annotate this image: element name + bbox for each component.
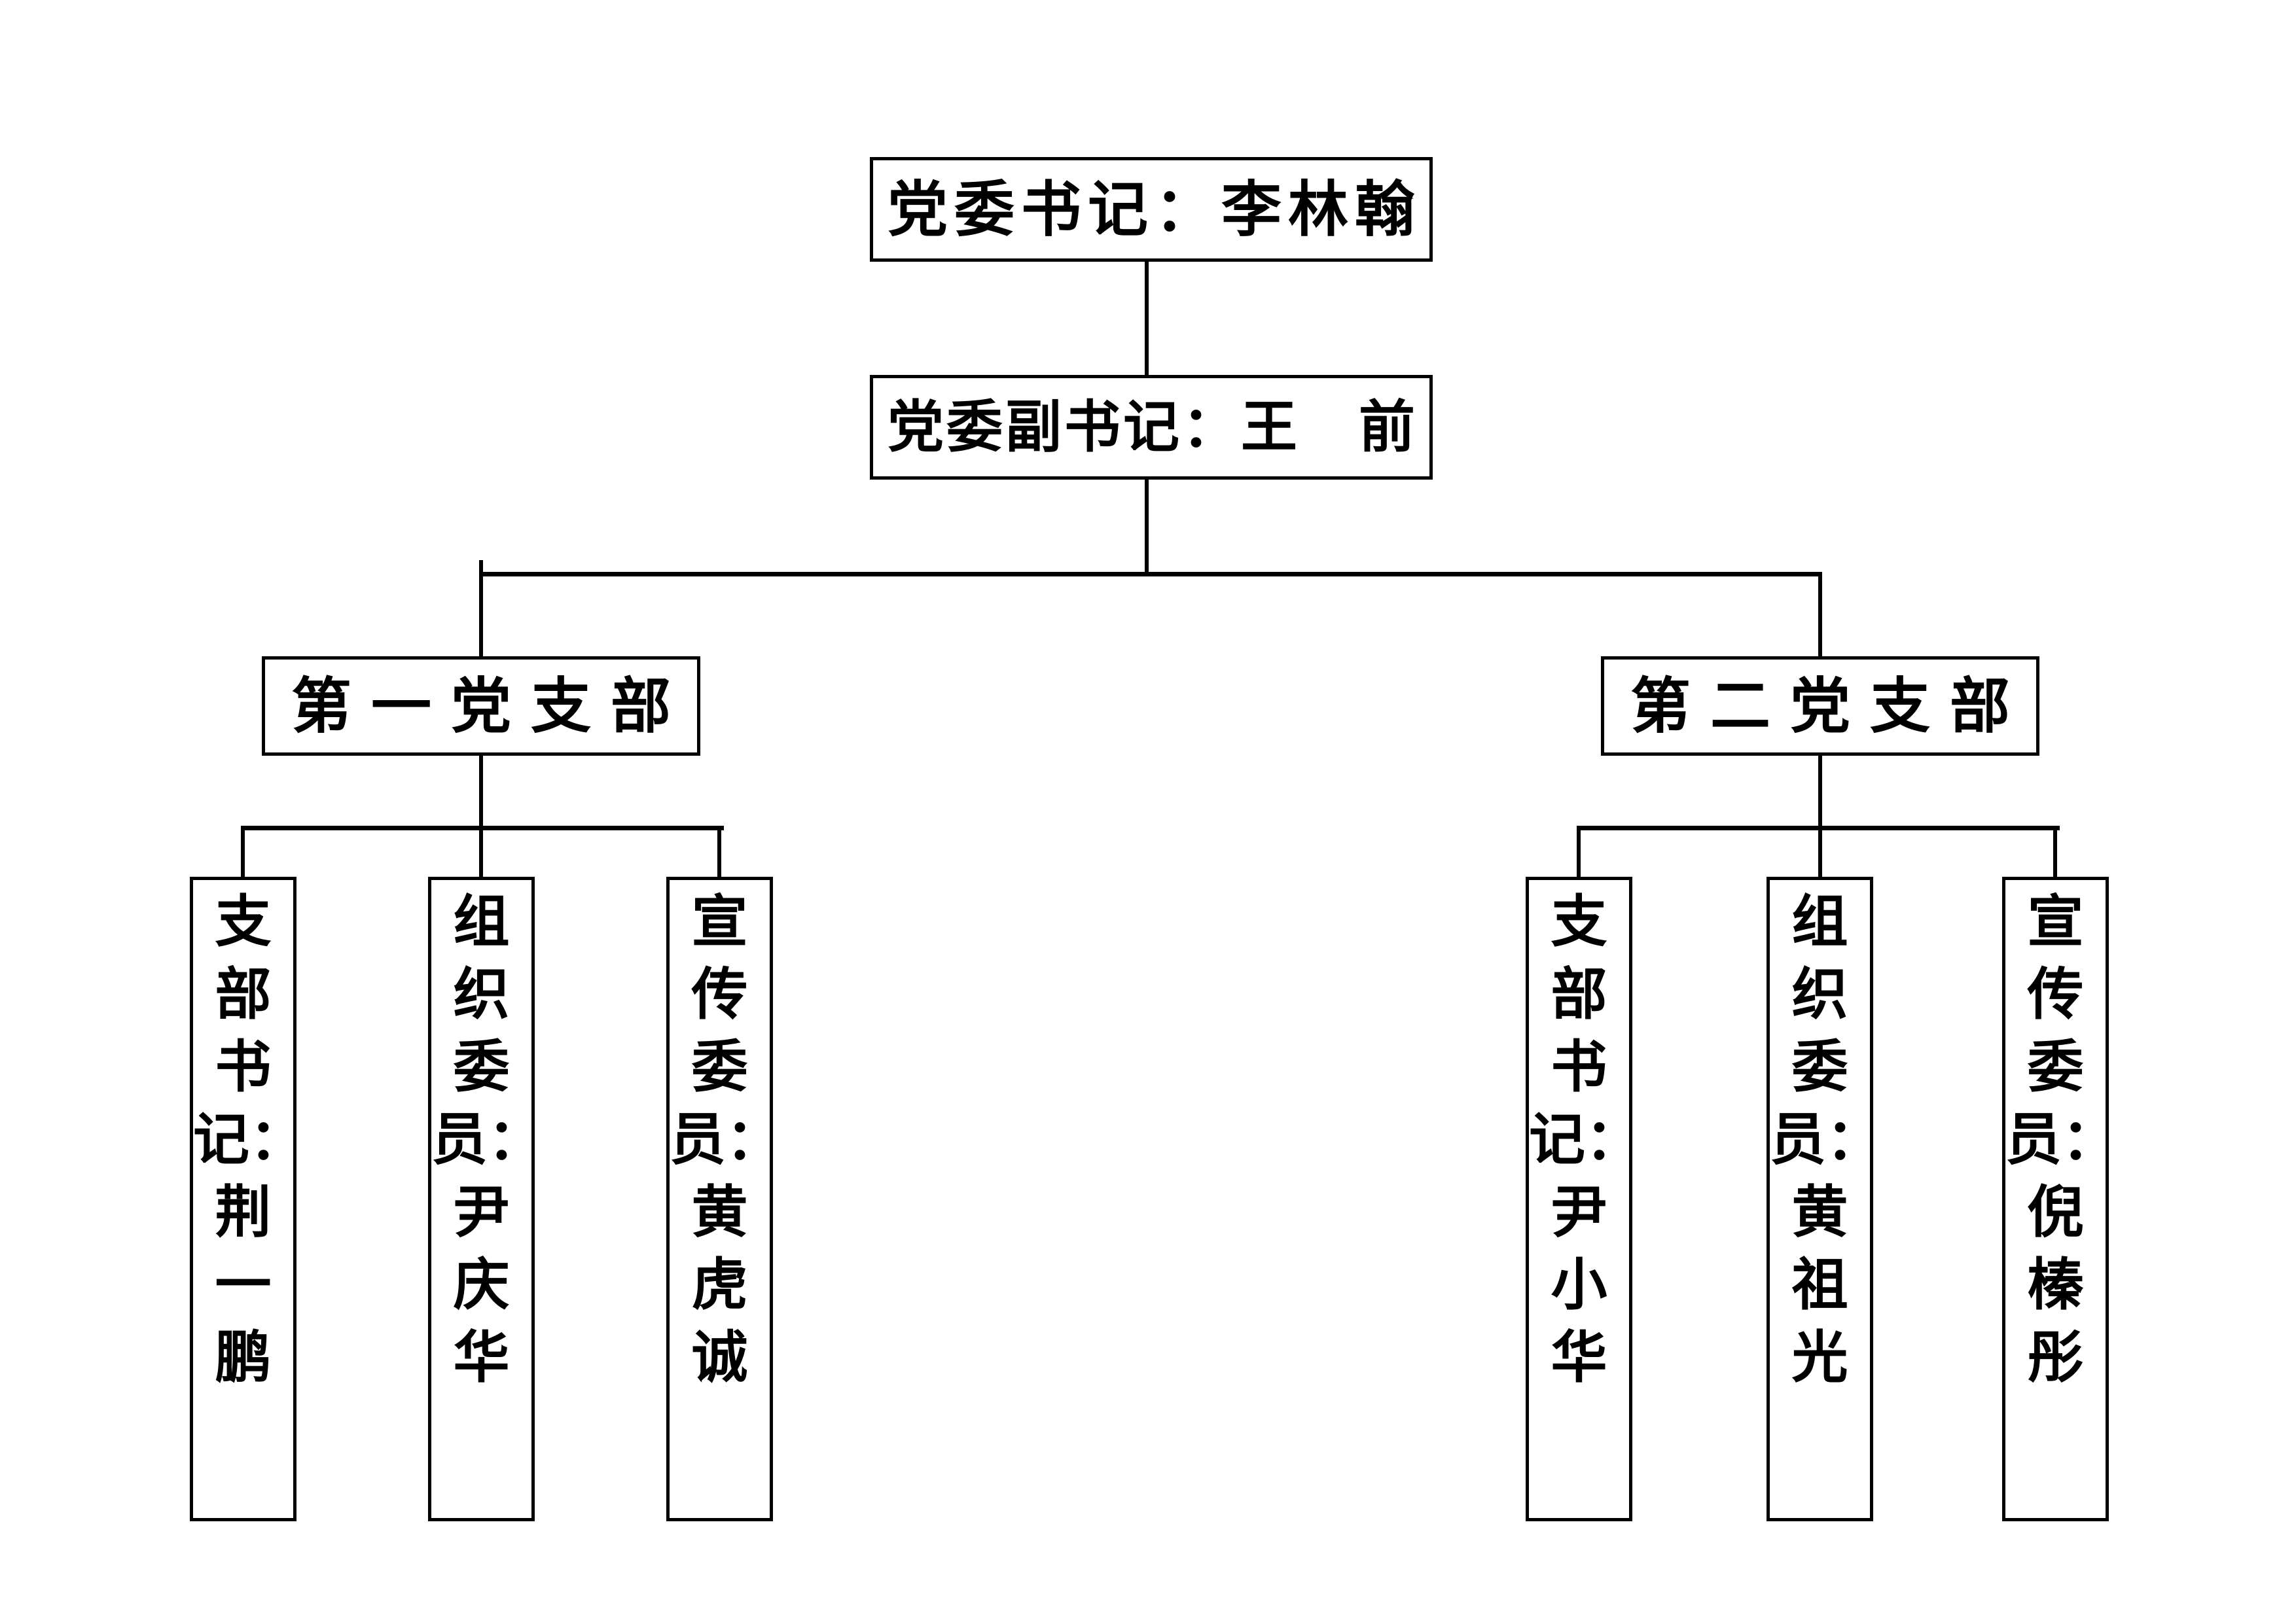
- connector-subrail-right: [1577, 826, 2060, 830]
- node-party-secretary: 党委书记：李林翰: [870, 157, 1433, 262]
- connector-main-rail: [479, 572, 1822, 576]
- node-branch-1: 第一党支部: [262, 656, 700, 756]
- node-branch2-organization-member: 组织委员：黄祖光: [1767, 877, 1873, 1521]
- node-branch-2: 第二党支部: [1601, 656, 2039, 756]
- connector-branch2-down: [1818, 756, 1822, 877]
- node-branch1-propaganda-member: 宣传委员：黄虎诚: [666, 877, 773, 1521]
- connector-drop-member-4: [1577, 826, 1581, 877]
- connector-rail-branch2: [1818, 572, 1822, 656]
- connector-root-deputy: [1145, 260, 1149, 376]
- node-branch1-organization-member: 组织委员：尹庆华: [428, 877, 535, 1521]
- node-deputy-secretary: 党委副书记：王 前: [870, 375, 1433, 480]
- connector-drop-member-3: [717, 826, 721, 877]
- connector-drop-member-6: [2053, 826, 2057, 877]
- connector-rail-branch1: [479, 560, 483, 656]
- node-branch-1-label: 第一党支部: [291, 671, 691, 741]
- connector-deputy-rail: [1145, 478, 1149, 576]
- node-branch2-secretary: 支部书记：尹小华: [1526, 877, 1632, 1521]
- node-branch2-propaganda-member: 宣传委员：倪榛彤: [2002, 877, 2109, 1521]
- node-deputy-secretary-label: 党委副书记：王 前: [888, 394, 1418, 460]
- connector-drop-member-1: [241, 826, 245, 877]
- node-branch1-secretary: 支部书记：荆一鹏: [190, 877, 296, 1521]
- connector-subrail-left: [241, 826, 724, 830]
- connector-branch1-down: [479, 756, 483, 877]
- node-party-secretary-label: 党委书记：李林翰: [887, 174, 1422, 245]
- node-branch-2-label: 第二党支部: [1630, 671, 2030, 741]
